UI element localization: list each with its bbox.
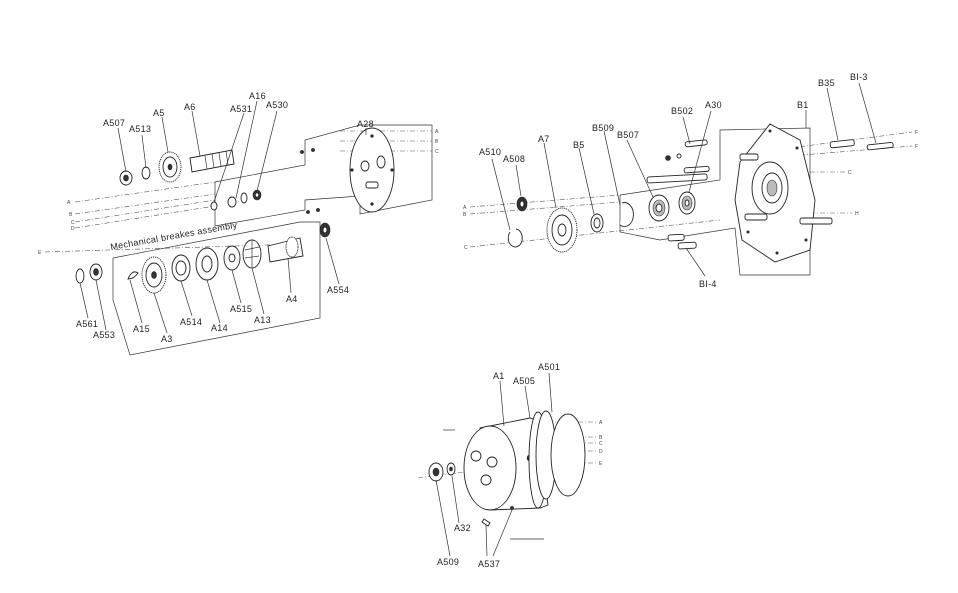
label-a3: A3: [161, 334, 173, 344]
axis-letter: C: [464, 245, 468, 251]
part-b35-pin: [829, 139, 855, 149]
label-a537: A537: [478, 559, 500, 569]
label-a508: A508: [503, 154, 525, 164]
part-a508-bearing: [516, 196, 528, 212]
top-left-assembly: A507 A513 A5 A6 A531 A16 A530 A28 Mechan…: [38, 91, 439, 356]
label-b507: B507: [617, 130, 639, 140]
label-a15: A15: [133, 324, 150, 334]
label-a7: A7: [538, 134, 550, 144]
axis-letter: C: [848, 170, 852, 176]
part-a13-plate: [242, 239, 262, 269]
axis-letter: B: [599, 435, 603, 441]
axis-letter: C: [71, 220, 75, 226]
axis-letter: C: [599, 441, 603, 447]
axis-letter: B: [463, 212, 467, 218]
label-a501: A501: [538, 362, 560, 372]
part-b507-bearing: [648, 194, 670, 222]
part-b502-rods: [646, 139, 710, 184]
axis-letter: D: [71, 226, 75, 232]
label-a5: A5: [153, 108, 165, 118]
part-a507-nut: [119, 170, 133, 186]
part-a32-washer: [446, 462, 456, 476]
label-a13: A13: [254, 315, 271, 325]
part-a16-clip: [240, 192, 248, 204]
part-a28-plate: [349, 127, 395, 213]
part-a4-shaft: [267, 236, 304, 263]
axis-letter: A: [599, 420, 603, 426]
label-a505: A505: [513, 376, 535, 386]
label-a28: A28: [357, 119, 374, 129]
label-a513: A513: [129, 124, 151, 134]
part-a501-o-ring: [550, 413, 586, 497]
part-bi4-pins: [667, 233, 697, 250]
part-a553-bearing: [89, 263, 103, 281]
part-bi3-pin: [866, 142, 894, 151]
axis-letter: B: [69, 212, 73, 218]
label-a6: A6: [184, 102, 196, 112]
part-a514-disc: [171, 254, 191, 282]
label-a515: A515: [230, 304, 252, 314]
label-a1: A1: [493, 371, 505, 381]
label-a30: A30: [705, 100, 722, 110]
subassembly-title-mechanical-brakes: Mechanical breakes assembly: [110, 220, 239, 252]
axis-letter: A: [67, 200, 71, 206]
part-a515-disc: [223, 245, 241, 271]
label-b502: B502: [671, 106, 693, 116]
part-a531-pin: [210, 196, 237, 211]
part-a30-bearing: [678, 191, 696, 215]
axis-letter: C: [435, 149, 439, 155]
part-a5-gear: [158, 151, 182, 183]
part-a510-snap-ring: [507, 228, 523, 248]
label-a509: A509: [437, 557, 459, 567]
label-b1: B1: [797, 100, 809, 110]
label-a4: A4: [286, 294, 298, 304]
part-a15-clip: [127, 271, 139, 280]
label-b509: B509: [592, 123, 614, 133]
axis-letter: E: [599, 461, 603, 467]
label-a16: A16: [249, 91, 266, 101]
part-a513-washer: [141, 166, 151, 180]
label-b5: B5: [573, 140, 585, 150]
label-bi4: BI-4: [699, 279, 717, 289]
axis-letter: E: [38, 250, 42, 256]
part-a3-gear: [141, 256, 167, 294]
axis-letter: F: [915, 130, 918, 136]
label-a514: A514: [180, 317, 202, 327]
label-a561: A561: [76, 319, 98, 329]
part-a1-housing: [463, 411, 549, 511]
label-a531: A531: [230, 104, 252, 114]
top-right-assembly: A510 A508 A7 B5 B509 B507 B502 A30 B1 B3…: [463, 72, 918, 289]
axis-letter: A: [435, 129, 439, 135]
part-a530-bearing: [252, 189, 262, 201]
axis-letter: D: [599, 449, 603, 455]
part-a6-shaft: [189, 149, 235, 173]
label-a14: A14: [211, 323, 228, 333]
label-b35: B35: [818, 78, 835, 88]
part-a554-bearing: [319, 222, 331, 238]
axis-letter: A: [463, 205, 467, 211]
part-b5-washer: [590, 213, 604, 233]
label-a554: A554: [327, 285, 349, 295]
part-a14-ring: [195, 247, 219, 281]
label-a510: A510: [479, 147, 501, 157]
axis-letter: H: [855, 211, 859, 217]
part-b1-housing: [734, 123, 833, 263]
axis-letter: F: [915, 144, 918, 150]
label-a553: A553: [93, 330, 115, 340]
label-a507: A507: [103, 118, 125, 128]
part-a561-ring: [75, 268, 85, 284]
part-b509-circlip: [619, 202, 634, 227]
label-a530: A530: [266, 100, 288, 110]
label-bi3: BI-3: [850, 72, 868, 82]
label-a32: A32: [454, 523, 471, 533]
part-a7-gear: [546, 207, 578, 253]
part-a509-bearing: [428, 462, 444, 482]
bottom-assembly: A1 A505 A501 A32 A509 A537 A B C D E: [417, 362, 603, 569]
part-a537-screws: [443, 429, 544, 540]
axis-letter: B: [435, 139, 439, 145]
